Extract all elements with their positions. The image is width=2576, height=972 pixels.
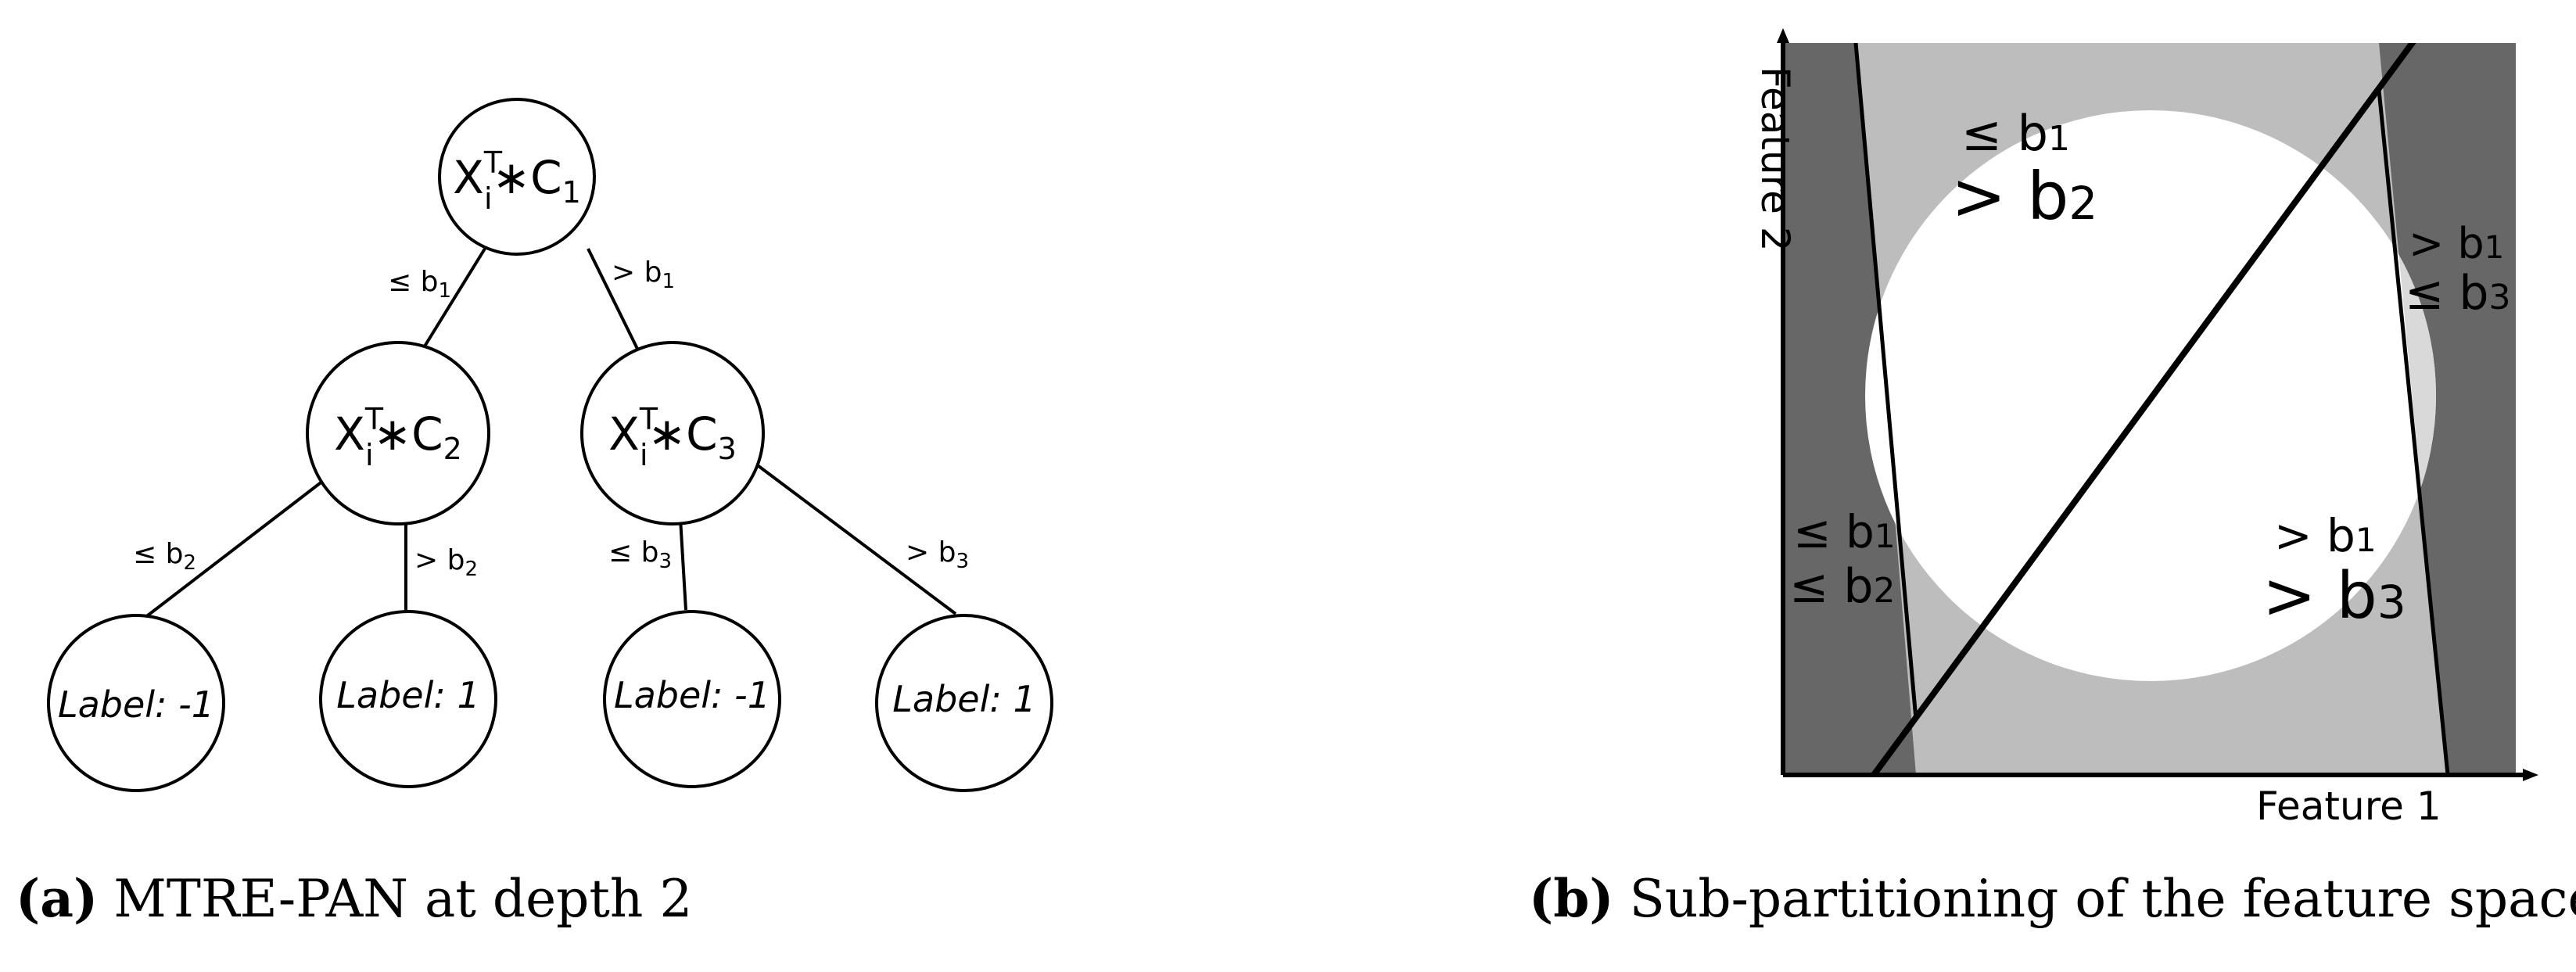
caption-b: (b)Sub-partitioning of the feature space xyxy=(1529,868,2576,929)
caption-a: (a)MTRE-PAN at depth 2 xyxy=(16,868,692,929)
region-label-top-line2: > b2 xyxy=(1951,158,2097,235)
edge-label-left-right: > b2 xyxy=(414,544,478,581)
edge-label-right-left: ≤ b3 xyxy=(608,536,672,573)
partition-plot: Feature 1 Feature 2 ≤ b1 > b2 > b1 ≤ b3 … xyxy=(1753,28,2538,829)
leaf-label-3: Label: -1 xyxy=(614,674,770,716)
left-node xyxy=(306,341,490,525)
edge-label-left-left: ≤ b2 xyxy=(133,538,196,575)
region-label-right-line1: > b1 xyxy=(2409,219,2504,268)
region-label-left-line2: ≤ b2 xyxy=(1789,559,1895,614)
right-node xyxy=(580,341,765,525)
leaf-node-3 xyxy=(603,610,781,788)
axes: Feature 1 Feature 2 xyxy=(1753,28,2538,829)
split-line-right xyxy=(2377,89,2450,775)
leaf-label-2: Label: 1 xyxy=(336,674,479,716)
region-label-left-line1: ≤ b1 xyxy=(1793,505,1896,558)
region-label-bottom-line2: > b3 xyxy=(2262,559,2406,633)
split-line-left xyxy=(1853,43,1918,720)
edge-label-root-right: > b1 xyxy=(612,256,675,293)
edge-label-root-left: ≤ b1 xyxy=(388,266,451,303)
edge-right-left xyxy=(679,518,687,611)
edge-right-right xyxy=(754,462,957,615)
leaf-label-1: Label: -1 xyxy=(58,683,214,726)
edge-root-left xyxy=(422,247,486,350)
tree-nodes xyxy=(47,98,1053,792)
region-label-bottom-line1: > b1 xyxy=(2274,509,2377,562)
region-label-right-line2: ≤ b3 xyxy=(2405,266,2510,321)
edge-root-right xyxy=(587,248,639,350)
root-node xyxy=(438,98,596,256)
leaf-label-4: Label: 1 xyxy=(892,678,1035,720)
x-axis-arrow-icon xyxy=(2523,769,2538,781)
edge-left-left xyxy=(143,479,325,619)
dark-region-right xyxy=(2379,43,2516,775)
leaf-node-1 xyxy=(47,614,225,792)
x-axis-label: Feature 1 xyxy=(2256,784,2441,829)
split-line-diagonal xyxy=(1871,43,2416,775)
y-axis-arrow-icon xyxy=(1777,28,1789,43)
leaf-node-2 xyxy=(319,610,497,788)
dark-region-left xyxy=(1783,43,1916,775)
leaf-node-4 xyxy=(875,614,1053,792)
y-axis-label: Feature 2 xyxy=(1753,66,1798,252)
tree-edges xyxy=(143,247,957,619)
edge-label-right-right: > b3 xyxy=(906,536,969,573)
region-label-top-line1: ≤ b1 xyxy=(1961,105,2070,162)
